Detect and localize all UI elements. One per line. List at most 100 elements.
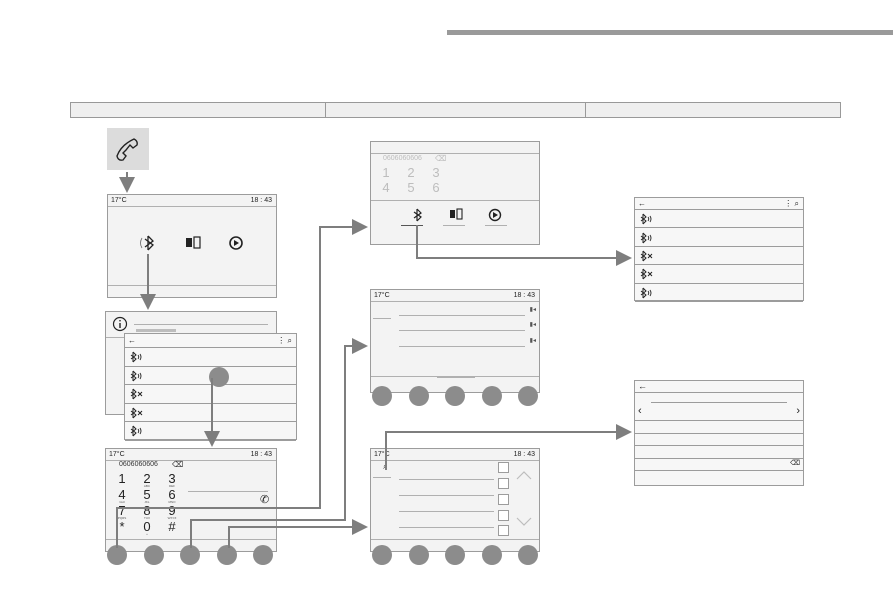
device-row[interactable]: [635, 210, 803, 229]
header-bar: [447, 30, 893, 35]
chevron-left-icon[interactable]: ‹: [638, 405, 642, 417]
media-play-icon[interactable]: [488, 207, 504, 223]
function-button-marker[interactable]: [253, 545, 273, 565]
key-4[interactable]: 4: [382, 180, 390, 195]
key-letters: PQRS: [117, 516, 127, 520]
checkbox[interactable]: [498, 525, 509, 536]
search-icon[interactable]: ⋮ ⌕: [277, 336, 292, 345]
function-button-marker[interactable]: [518, 545, 538, 565]
phone-handset-icon: [116, 138, 138, 161]
key-5[interactable]: 5: [407, 180, 415, 195]
clock: 18 : 43: [250, 197, 272, 204]
key-0[interactable]: 0: [143, 519, 151, 534]
media-play-icon[interactable]: [228, 234, 246, 252]
device-row[interactable]: [635, 284, 803, 302]
info-icon: [112, 316, 128, 332]
key-3[interactable]: 3: [432, 165, 440, 180]
dialed-number: 0606060606: [119, 461, 158, 468]
chevron-right-icon[interactable]: ›: [796, 405, 800, 417]
scroll-down-icon[interactable]: [515, 516, 533, 528]
checkbox[interactable]: [498, 494, 509, 505]
key-7[interactable]: 7: [118, 503, 126, 518]
call-icon[interactable]: ✆: [260, 494, 270, 506]
scroll-up-icon[interactable]: [515, 469, 533, 481]
function-button-marker[interactable]: [408, 545, 429, 565]
checkbox[interactable]: [498, 510, 509, 521]
key-letters: GHI: [119, 500, 125, 504]
key-letters: MNO: [168, 500, 176, 504]
phone-home-screen: 17°C 18 : 43: [107, 194, 277, 298]
key-1[interactable]: 1: [382, 165, 390, 180]
clock: 18 : 43: [513, 292, 535, 299]
key-hash[interactable]: #: [168, 519, 176, 534]
backspace-icon: ⌫: [435, 154, 447, 163]
function-button-marker[interactable]: [143, 545, 164, 565]
key-1[interactable]: 1: [118, 471, 126, 486]
key-letters: +: [146, 532, 148, 536]
search-icon[interactable]: ⋮ ⌕: [784, 199, 799, 208]
key-letters: JKL: [144, 500, 150, 504]
call-type-icon: ▮◂: [529, 322, 536, 328]
bluetooth-connected-icon: [639, 287, 655, 299]
device-row[interactable]: [125, 367, 296, 385]
temperature: 17°C: [374, 451, 390, 458]
device-row[interactable]: [635, 228, 803, 247]
function-button-marker[interactable]: [481, 545, 502, 565]
device-row[interactable]: [635, 247, 803, 266]
function-button-marker[interactable]: [180, 545, 200, 565]
checkbox[interactable]: [498, 462, 509, 473]
function-button-marker[interactable]: [445, 545, 465, 565]
function-button-marker[interactable]: [372, 386, 392, 406]
call-type-icon: ▮◂: [529, 338, 536, 344]
function-button-marker[interactable]: [216, 545, 237, 565]
key-6[interactable]: 6: [168, 487, 176, 502]
device-row[interactable]: [125, 385, 296, 404]
key-2[interactable]: 2: [407, 165, 415, 180]
function-button-marker[interactable]: [518, 386, 538, 406]
key-star[interactable]: *: [119, 519, 125, 534]
key-4[interactable]: 4: [118, 487, 126, 502]
function-button-marker[interactable]: [408, 386, 429, 406]
bluetooth-connected-icon: [639, 232, 655, 244]
device-row[interactable]: [125, 348, 296, 367]
back-arrow-icon[interactable]: ←: [638, 381, 647, 391]
key-letters: WXYZ: [167, 516, 177, 520]
key-9[interactable]: 9: [168, 503, 176, 518]
contacts-icon[interactable]: [449, 208, 465, 222]
temperature: 17°C: [109, 451, 125, 458]
device-row[interactable]: [125, 404, 296, 422]
bluetooth-icon[interactable]: [408, 207, 426, 223]
phone-button[interactable]: [107, 128, 149, 170]
clock: 18 : 43: [513, 451, 535, 458]
key-8[interactable]: 8: [143, 503, 151, 518]
back-arrow-icon[interactable]: ←: [638, 199, 646, 208]
device-row[interactable]: [635, 265, 803, 284]
temperature: 17°C: [111, 197, 127, 204]
call-type-icon: ▮◂: [529, 307, 536, 313]
function-button-marker[interactable]: [481, 386, 502, 406]
key-6[interactable]: 6: [432, 180, 440, 195]
bluetooth-icon[interactable]: [138, 233, 160, 253]
checkbox[interactable]: [498, 478, 509, 489]
backspace-icon[interactable]: ⌫: [172, 460, 184, 469]
column-header-3: [585, 102, 841, 118]
contacts-icon[interactable]: [184, 235, 202, 251]
bluetooth-disconnected-icon: [639, 250, 655, 262]
key-5[interactable]: 5: [143, 487, 151, 502]
bluetooth-disconnected-icon: [129, 407, 145, 419]
function-button-marker[interactable]: [372, 545, 392, 565]
back-arrow-icon[interactable]: ←: [128, 336, 136, 345]
device-list-screen: ← ⋮ ⌕: [124, 333, 297, 441]
key-letters: TUV: [144, 516, 150, 520]
function-button-marker[interactable]: [107, 545, 127, 565]
key-letters: ABC: [143, 484, 151, 488]
key-3[interactable]: 3: [168, 471, 176, 486]
bluetooth-connected-icon: [129, 370, 145, 382]
function-button-marker[interactable]: [445, 386, 465, 406]
backspace-icon[interactable]: ⌫: [790, 460, 800, 467]
key-2[interactable]: 2: [143, 471, 151, 486]
